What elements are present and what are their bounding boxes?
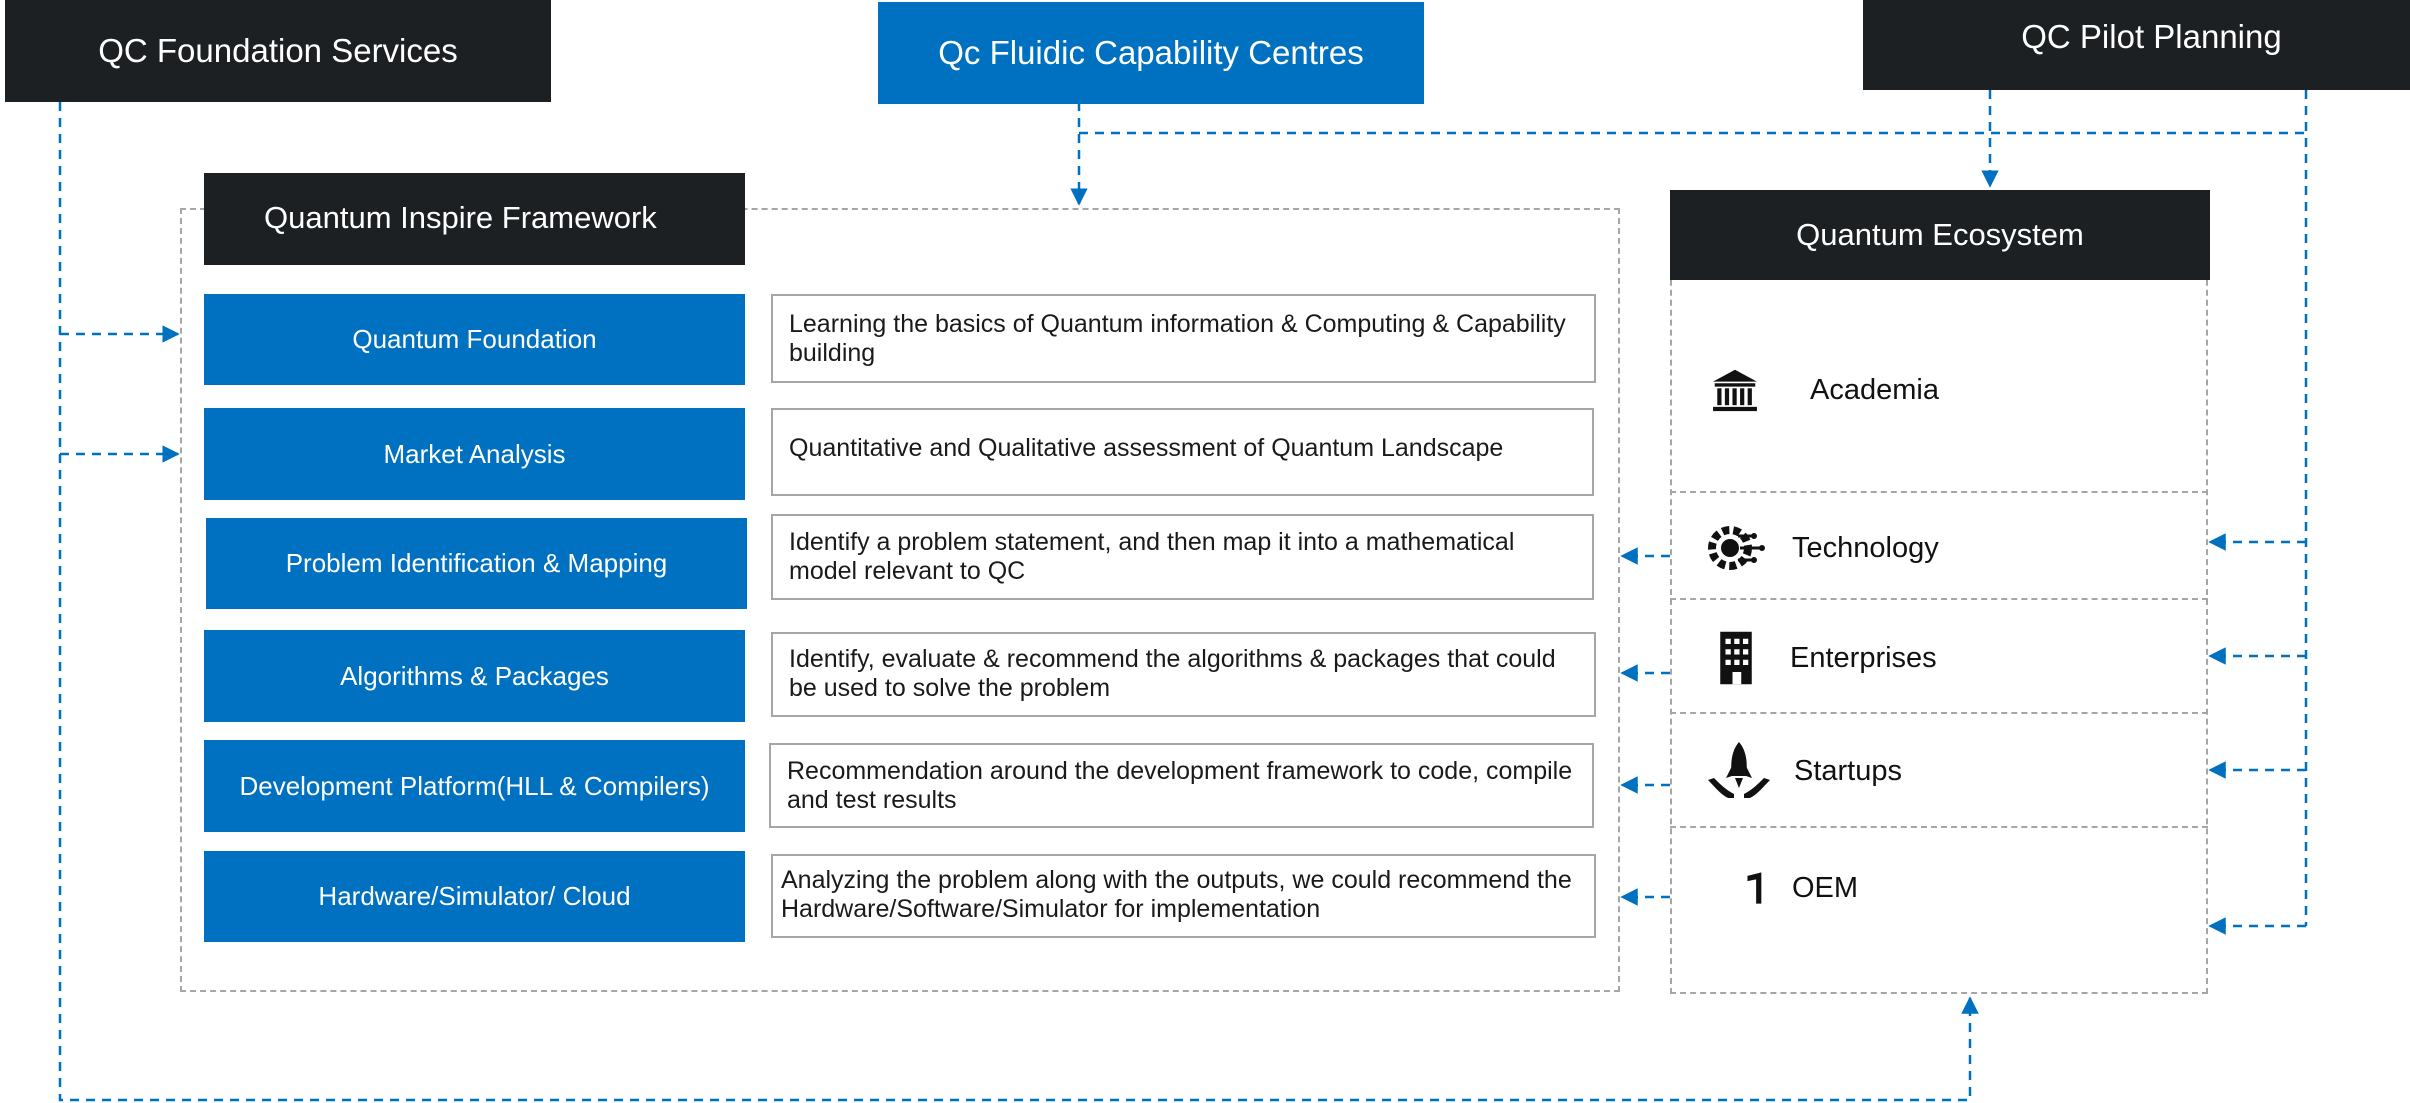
qc-fluidic-capability-centres-header: Qc Fluidic Capability Centres [878, 2, 1424, 104]
qc-foundation-services-header: QC Foundation Services [5, 0, 551, 102]
framework-row-description: Analyzing the problem along with the out… [781, 866, 1572, 923]
market-analysis-description-box: Quantitative and Qualitative assessment … [771, 408, 1594, 496]
ecosystem-item-label: Technology [1792, 531, 1939, 564]
framework-row-label: Development Platform(HLL & Compilers) [239, 770, 710, 801]
quantum-foundation-description-box: Learning the basics of Quantum informati… [771, 294, 1596, 383]
ecosystem-item-label: Academia [1810, 373, 1939, 406]
technology-gear-icon [1708, 526, 1765, 570]
ecosystem-divider [1670, 712, 2208, 714]
algorithms-packages-description-box: Identify, evaluate & recommend the algor… [771, 632, 1596, 717]
qc-fluidic-capability-centres-label: Qc Fluidic Capability Centres [938, 34, 1364, 71]
framework-row-label: Problem Identification & Mapping [285, 548, 668, 578]
algorithms-packages-box: Algorithms & Packages [204, 630, 745, 722]
framework-row-description: Identify a problem statement, and then m… [789, 528, 1515, 585]
quantum-inspire-framework-title: Quantum Inspire Framework [264, 200, 657, 235]
hardware-simulator-cloud-box: Hardware/Simulator/ Cloud [204, 851, 745, 942]
startup-rocket-icon [1708, 742, 1770, 798]
ecosystem-divider [1670, 598, 2208, 600]
framework-row-label: Hardware/Simulator/ Cloud [318, 881, 631, 911]
problem-identification-box: Problem Identification & Mapping [206, 518, 747, 609]
development-platform-description-box: Recommendation around the development fr… [769, 743, 1594, 828]
qc-pilot-planning-label: QC Pilot Planning [2021, 18, 2282, 55]
oem-device-icon [1747, 872, 1762, 904]
hardware-simulator-cloud-description-box: Analyzing the problem along with the out… [771, 854, 1596, 938]
enterprise-building-icon [1720, 631, 1752, 685]
framework-row-label: Algorithms & Packages [340, 660, 609, 691]
ecosystem-item-label: Startups [1794, 754, 1902, 787]
ecosystem-item-enterprises: Enterprises [1708, 624, 1937, 692]
ecosystem-item-label: OEM [1792, 871, 1859, 904]
ecosystem-divider [1670, 491, 2208, 493]
ecosystem-item-academia: Academia [1708, 358, 1939, 422]
qc-pilot-planning-header: QC Pilot Planning [1863, 0, 2410, 90]
quantum-inspire-framework-frame [180, 208, 1620, 992]
academia-building-icon [1713, 369, 1757, 412]
quantum-foundation-box: Quantum Foundation [204, 294, 745, 385]
framework-row-description: Learning the basics of Quantum informati… [789, 310, 1566, 367]
development-platform-box: Development Platform(HLL & Compilers) [204, 740, 745, 832]
ecosystem-divider [1670, 826, 2208, 828]
ecosystem-item-technology: Technology [1704, 516, 1939, 580]
quantum-ecosystem-title: Quantum Ecosystem [1796, 217, 2084, 252]
problem-identification-description-box: Identify a problem statement, and then m… [771, 514, 1594, 600]
framework-row-label: Market Analysis [383, 438, 566, 469]
ecosystem-item-startups: Startups [1704, 736, 1902, 806]
foundation-to-ecosystem-line [58, 102, 1979, 1102]
quantum-ecosystem-title-box: Quantum Ecosystem [1670, 190, 2210, 280]
framework-row-description: Quantitative and Qualitative assessment … [789, 434, 1504, 462]
framework-row-description: Recommendation around the development fr… [787, 757, 1573, 814]
ecosystem-item-oem: OEM [1744, 866, 1858, 910]
framework-row-label: Quantum Foundation [352, 324, 597, 354]
quantum-inspire-framework-title-box: Quantum Inspire Framework [204, 173, 745, 265]
market-analysis-box: Market Analysis [204, 408, 745, 500]
framework-row-description: Identify, evaluate & recommend the algor… [789, 645, 1556, 702]
ecosystem-item-label: Enterprises [1790, 641, 1937, 674]
qc-foundation-services-label: QC Foundation Services [98, 32, 458, 69]
